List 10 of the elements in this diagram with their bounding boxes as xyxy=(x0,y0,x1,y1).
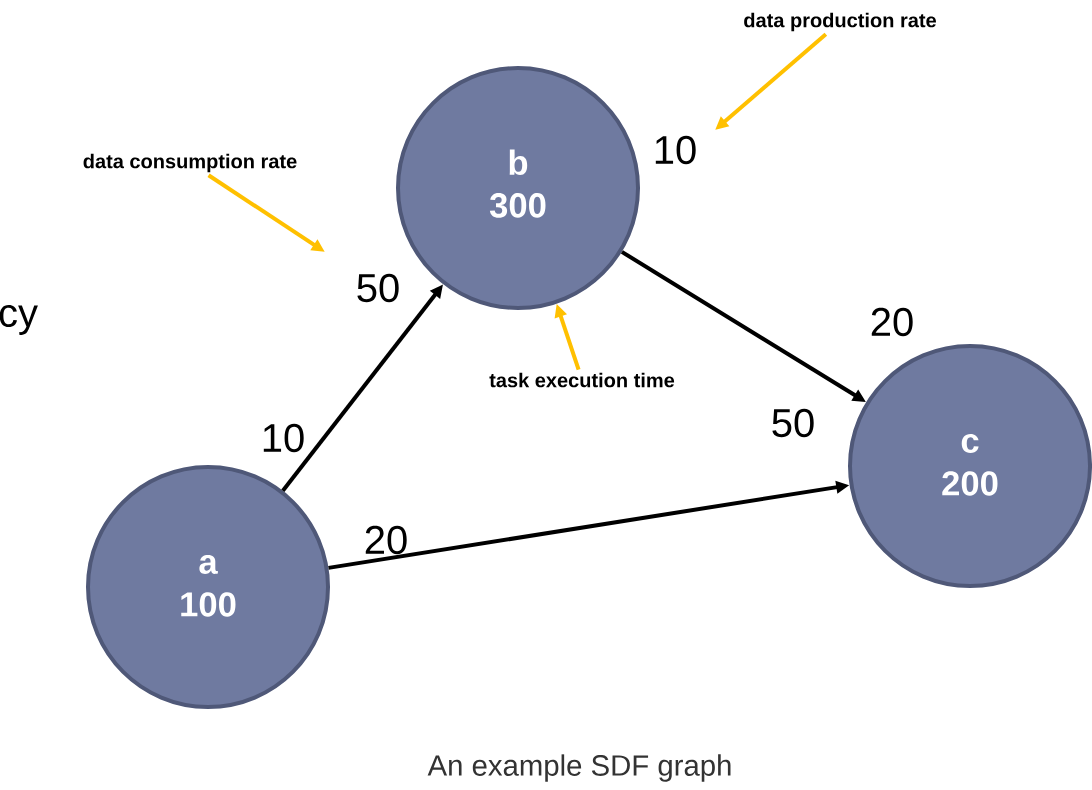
rate-label: 50 xyxy=(357,273,399,303)
annotation-text: data production rate xyxy=(744,12,936,32)
rate-label: cy xyxy=(0,305,38,335)
rate-label: 50 xyxy=(772,408,814,438)
caption: An example SDF graph xyxy=(427,754,731,782)
rate-label: 10 xyxy=(263,423,304,453)
rate-label: 10 xyxy=(655,135,696,165)
annotation-text: task execution time xyxy=(489,372,675,388)
annotation-text: data consumption rate xyxy=(83,153,297,173)
rate-label: 20 xyxy=(365,525,407,555)
